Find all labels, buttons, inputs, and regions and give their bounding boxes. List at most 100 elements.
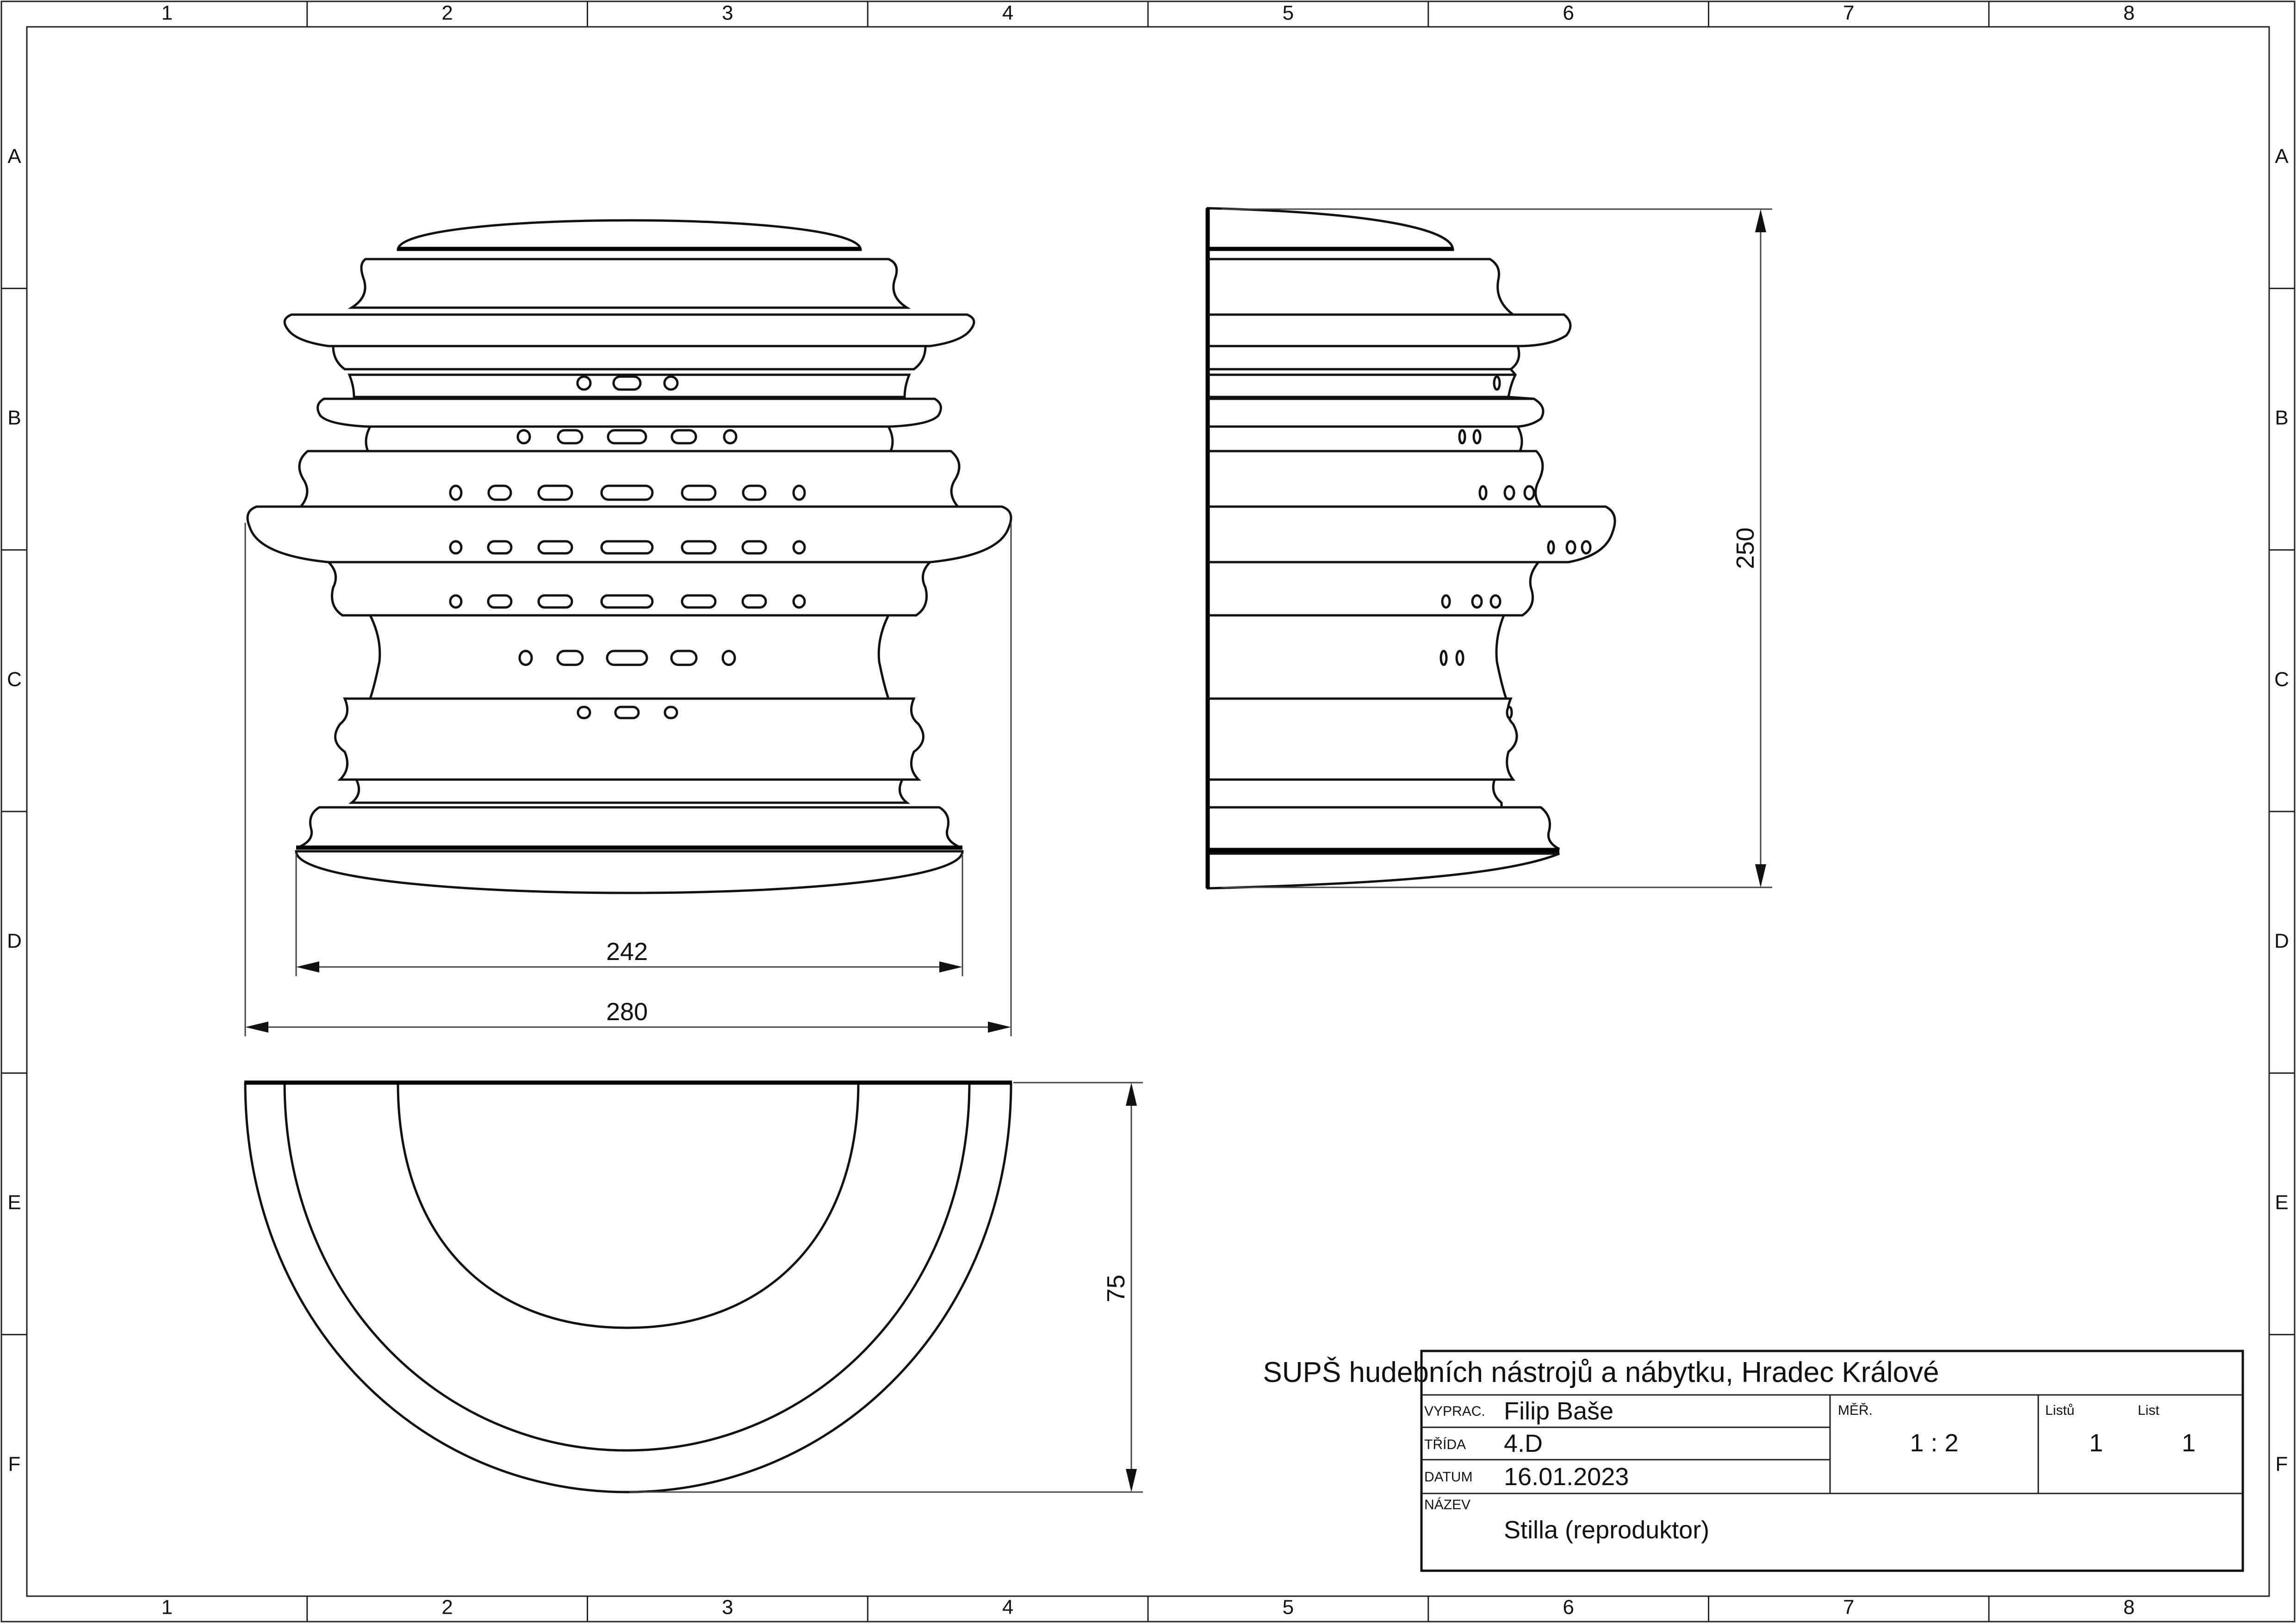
front-band-1 xyxy=(348,258,911,309)
zone-label-left: C xyxy=(7,668,22,691)
dim-280-arrow-right xyxy=(988,1022,1011,1033)
zone-label-bottom: 7 xyxy=(1843,1596,1854,1619)
perforation-slot xyxy=(1440,650,1448,666)
front-band-12 xyxy=(348,778,911,804)
perforation-slot xyxy=(516,429,531,445)
side-bottom-cap xyxy=(1206,852,1560,890)
perforation-slot xyxy=(614,706,640,719)
top-dimensions: 75 xyxy=(629,1082,1143,1493)
dim-250-text: 250 xyxy=(1731,527,1759,569)
top-middle-arc xyxy=(283,1082,971,1452)
zone-label-top: 7 xyxy=(1843,2,1854,25)
side-profile xyxy=(1206,258,1616,850)
front-band-5 xyxy=(316,397,942,428)
perforation-slot xyxy=(1565,540,1576,555)
perforation-slot xyxy=(557,429,583,445)
perforation-slot xyxy=(792,484,806,501)
side-band-lines xyxy=(1208,258,1606,809)
perforation-slot xyxy=(537,540,573,555)
scale-value: 1 : 2 xyxy=(1910,1429,1958,1457)
perforation-slot xyxy=(1455,650,1464,666)
perforation-slot xyxy=(600,594,654,609)
perforation-slot xyxy=(792,540,806,555)
zone-label-bottom: 6 xyxy=(1563,1596,1574,1619)
perforation-slot xyxy=(721,650,736,666)
perforation-slot xyxy=(681,540,717,555)
zone-label-left: A xyxy=(7,145,21,167)
perforation-slot xyxy=(487,594,513,609)
dim-242-arrow-left xyxy=(296,961,319,973)
front-bottom-dome xyxy=(295,850,964,894)
dim-75-arrow-top xyxy=(1126,1083,1137,1106)
perforation-slot xyxy=(487,484,512,501)
perforation-slot xyxy=(681,484,717,501)
perforation-slot xyxy=(1472,429,1482,445)
top-outer-arc xyxy=(244,1082,1012,1493)
perforation-slot xyxy=(741,594,767,609)
front-band-2 xyxy=(283,313,975,347)
name-label: NÁZEV xyxy=(1424,1497,1471,1512)
scale-label: MĚŘ. xyxy=(1838,1403,1873,1418)
class-label: TŘÍDA xyxy=(1424,1437,1466,1452)
perforation-slot xyxy=(664,706,678,719)
perforation-slot xyxy=(449,594,463,609)
perforation-slot xyxy=(1506,706,1513,719)
front-dimensions: 242 280 xyxy=(244,523,1012,1036)
front-band-9 xyxy=(325,561,933,617)
sheets-value: 1 xyxy=(2089,1429,2103,1457)
perforation-slot xyxy=(1581,540,1592,555)
school-name: SUPŠ hudebních nástrojů a nábytku, Hrade… xyxy=(1263,1357,1939,1388)
date-value: 16.01.2023 xyxy=(1504,1463,1629,1491)
zone-label-bottom: 2 xyxy=(441,1596,453,1619)
dim-75-arrow-bottom xyxy=(1126,1469,1137,1492)
dim-280-text: 280 xyxy=(606,998,648,1026)
top-inner-arc xyxy=(397,1082,860,1329)
front-perforation-slots xyxy=(449,375,806,719)
sheet-value: 1 xyxy=(2182,1429,2196,1457)
perforation-slot xyxy=(606,650,648,666)
front-view xyxy=(246,219,1012,894)
perforation-slot xyxy=(607,429,647,445)
side-dimensions: 250 xyxy=(1222,208,1772,888)
perforation-slot xyxy=(518,650,533,666)
zone-label-top: 1 xyxy=(161,2,173,25)
perforation-slot xyxy=(723,429,738,445)
zone-label-right: B xyxy=(2275,407,2288,429)
zone-label-top: 6 xyxy=(1563,2,1574,25)
perforation-slot xyxy=(1547,540,1555,555)
perforation-slot xyxy=(670,650,698,666)
perforation-slot xyxy=(600,540,654,555)
perforation-slot xyxy=(1503,485,1515,501)
zone-label-top: 3 xyxy=(722,2,733,25)
perforation-slot xyxy=(576,375,592,391)
zone-label-right: C xyxy=(2274,668,2289,691)
perforation-slot xyxy=(792,594,806,609)
author-label: VYPRAC. xyxy=(1424,1404,1485,1419)
zone-label-bottom: 5 xyxy=(1283,1596,1294,1619)
zone-label-right: E xyxy=(2275,1191,2288,1214)
front-band-3 xyxy=(332,345,927,371)
front-top-cap xyxy=(397,219,862,251)
dim-75-text: 75 xyxy=(1102,1275,1130,1302)
perforation-slot xyxy=(1493,375,1501,391)
perforation-slot xyxy=(577,706,591,719)
zone-label-left: E xyxy=(7,1191,21,1214)
zone-label-right: D xyxy=(2274,929,2289,952)
perforation-slot xyxy=(600,484,654,501)
perforation-slot xyxy=(741,540,767,555)
perforation-slot xyxy=(1478,485,1488,501)
perforation-slot xyxy=(1441,594,1451,609)
sheet-label: List xyxy=(2138,1403,2159,1418)
dim-242-arrow-right xyxy=(939,961,962,973)
title-block-border xyxy=(1420,1350,2244,1572)
perforation-slot xyxy=(612,375,642,391)
dim-250-arrow-bottom xyxy=(1755,864,1766,887)
perforation-slot xyxy=(1458,429,1466,445)
sheets-label: Listů xyxy=(2045,1403,2074,1418)
zone-label-top: 4 xyxy=(1002,2,1013,25)
perforation-slot xyxy=(1489,594,1502,609)
author-value: Filip Baše xyxy=(1504,1397,1613,1425)
